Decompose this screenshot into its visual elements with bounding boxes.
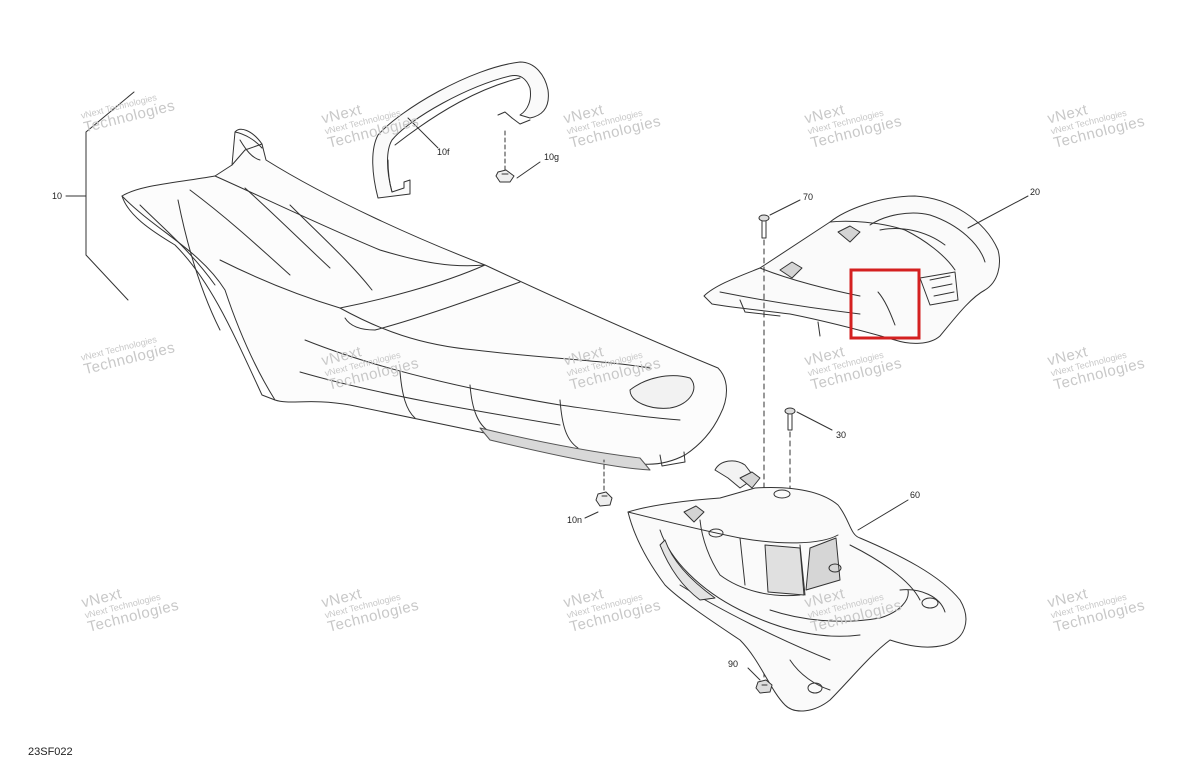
callout-10n[interactable]: 10n [567, 515, 583, 525]
callout-10f[interactable]: 10f [437, 147, 450, 157]
drawing-code: 23SF022 [28, 746, 73, 758]
callout-90[interactable]: 90 [728, 659, 739, 669]
callout-10g[interactable]: 10g [544, 152, 560, 162]
callout-10[interactable]: 10 [52, 191, 63, 201]
callout-70[interactable]: 70 [803, 192, 814, 202]
rear-housing-part [627, 460, 967, 712]
callout-20[interactable]: 20 [1030, 187, 1041, 197]
nut-90 [755, 679, 773, 694]
highlight-box [849, 268, 921, 340]
screw-30 [784, 407, 796, 431]
screw-70 [758, 214, 770, 239]
clip-10n [595, 459, 613, 507]
clip-10g [495, 127, 515, 183]
seat-part [121, 128, 727, 471]
callout-60[interactable]: 60 [910, 490, 921, 500]
strap-part [372, 61, 549, 199]
callout-30[interactable]: 30 [836, 430, 847, 440]
